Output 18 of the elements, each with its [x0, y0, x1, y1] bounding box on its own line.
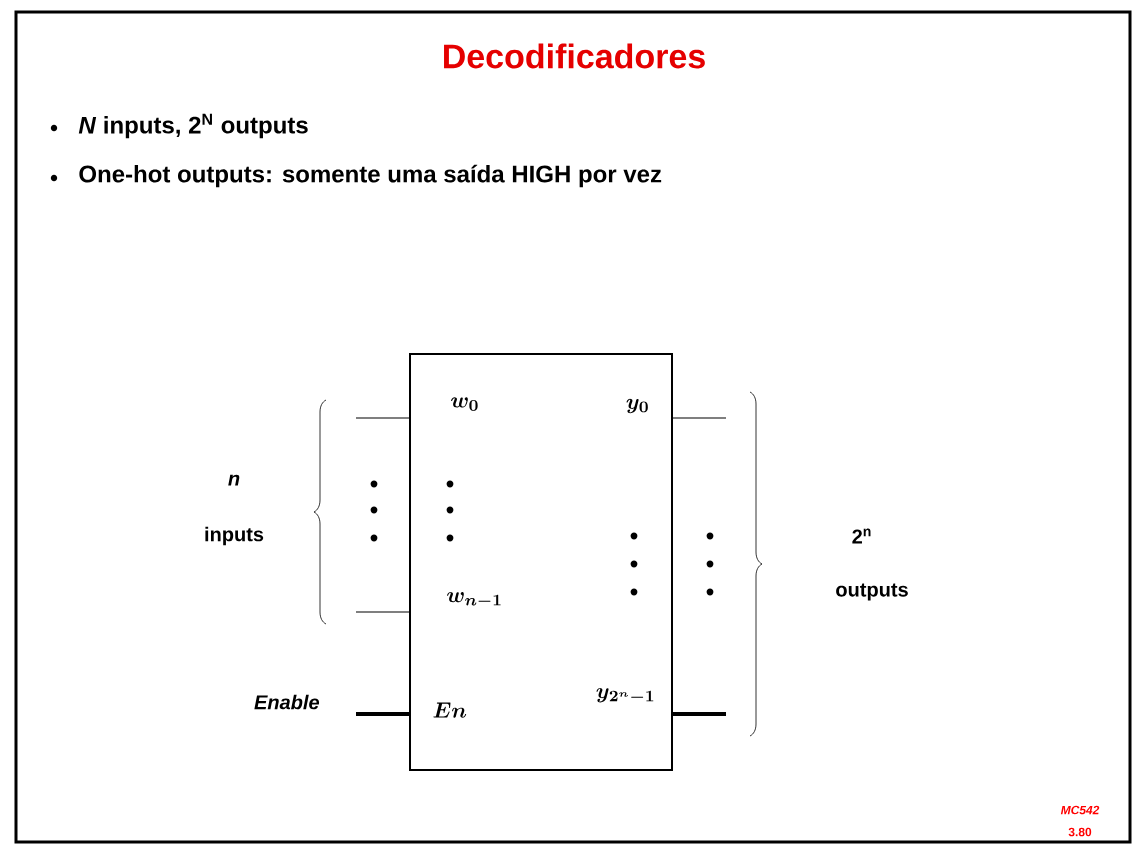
bus-label: n [228, 474, 240, 486]
bus-label: outputs [836, 583, 908, 601]
pin-label: $y_{2^n-1}$ [596, 688, 654, 703]
bullet-text: One-hot outputs: somente uma saída HIGH por vez [79, 164, 662, 188]
signal-line [356, 712, 409, 716]
signal-line [672, 417, 727, 419]
pin-label: $y_0$ [626, 398, 648, 414]
signal-line [355, 611, 410, 613]
bullet-text: N inputs, 2$^{N}$ outputs [78, 113, 308, 139]
pin-label: $En$ [433, 702, 467, 718]
signal-line [355, 417, 410, 419]
slide-title: Decodificadores [444, 43, 705, 69]
pin-label: $w_0$ [451, 397, 478, 411]
bus-label: 2$^{n}$ [852, 528, 871, 544]
signal-line [673, 712, 726, 716]
pin-label: $w_{n-1}$ [447, 592, 501, 606]
signal-label: Enable [254, 694, 320, 710]
bus-label: inputs [205, 526, 264, 546]
